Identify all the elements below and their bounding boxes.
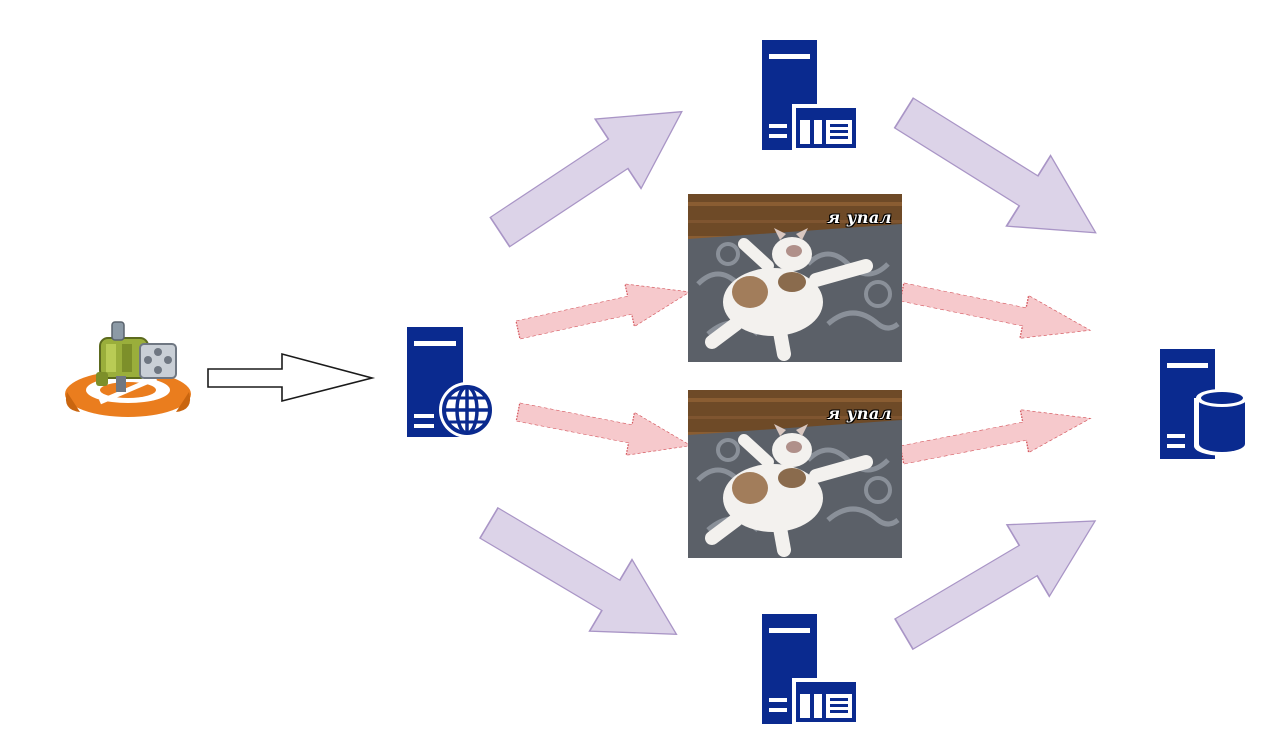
arrow-failed-1-to-database — [896, 269, 1096, 353]
fallen-cat-photo: я упал — [688, 390, 902, 558]
photo-caption: я упал — [827, 404, 892, 423]
web-server-icon — [407, 327, 495, 438]
arrow-attacker-to-gateway — [207, 352, 376, 403]
arrow-gateway-to-failed-1 — [512, 269, 696, 352]
arrow-gateway-to-bottom-server — [466, 486, 699, 671]
arrow-gateway-to-failed-2 — [513, 389, 696, 468]
arrow-top-server-to-database — [881, 76, 1119, 269]
database-server-icon — [1160, 349, 1250, 459]
arrow-bottom-server-to-database — [882, 484, 1118, 671]
cannon-icon — [65, 321, 191, 417]
photo-caption: я упал — [827, 208, 892, 227]
application-server-icon — [762, 40, 860, 152]
application-server-icon — [762, 614, 860, 726]
arrow-gateway-to-top-server — [476, 76, 706, 268]
arrow-failed-2-to-database — [897, 396, 1096, 478]
fallen-cat-photo: я упал — [688, 194, 902, 362]
